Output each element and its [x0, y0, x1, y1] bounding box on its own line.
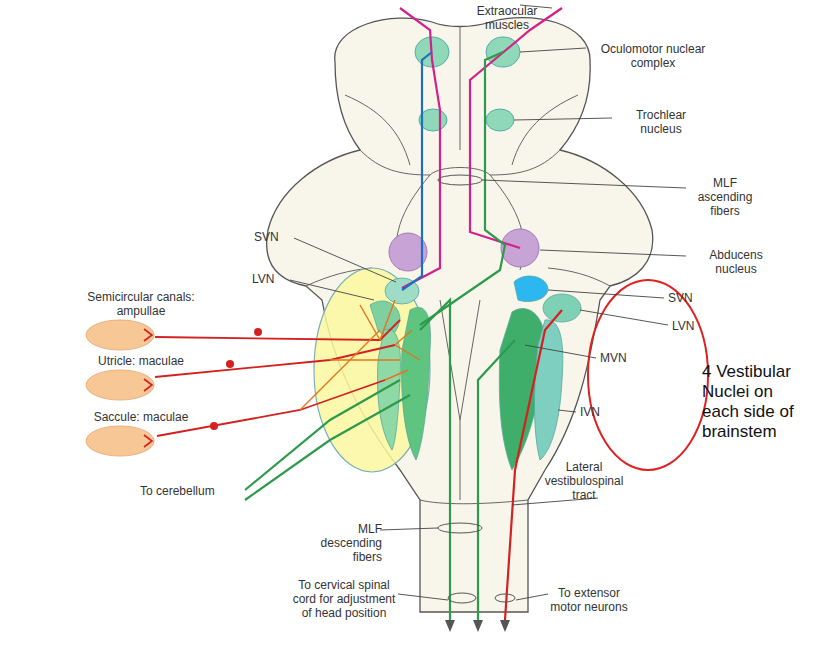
anatomy-label: MLF ascending fibers [688, 176, 762, 218]
leader-lines [290, 5, 686, 600]
anatomy-label: Abducens nucleus [688, 248, 784, 276]
highlight-region [314, 268, 430, 472]
organ-ellipse-shape [86, 370, 154, 400]
organ-shape [84, 424, 156, 458]
abducens-nucleus [389, 229, 539, 271]
anatomy-label: To extensor motor neurons [548, 586, 630, 614]
organ-ellipse: Saccule: maculae [66, 410, 216, 458]
organ-ellipse-shape [86, 426, 154, 456]
brainstem-contours [306, 26, 610, 504]
anatomy-label: Extraocular muscles [462, 4, 552, 32]
anatomy-label: LVN [252, 272, 292, 286]
left-vestibular-nuclei [370, 278, 430, 460]
fiber-ending [144, 435, 152, 447]
anatomy-label: To cerebellum [140, 484, 250, 498]
organ-name: Saccule: maculae [66, 410, 216, 424]
organ-ellipse-shape [86, 320, 154, 350]
brainstem-outline [267, 18, 653, 612]
anatomy-label: SVN [668, 291, 708, 305]
organ-shape [84, 318, 156, 352]
ganglion-cells [210, 328, 262, 430]
organ-name: Semicircular canals: ampullae [66, 290, 216, 318]
callout-note: 4 Vestibular Nuclei on each side of brai… [702, 362, 814, 442]
fiber-ending [144, 379, 152, 391]
anatomy-label: To cervical spinal cord for adjustment o… [288, 578, 400, 620]
organ-name: Utricle: maculae [66, 354, 216, 368]
anatomy-label: MLF descending fibers [298, 522, 382, 564]
anatomy-label: Lateral vestibulospinal tract [536, 460, 632, 502]
branch-terminals [300, 300, 420, 410]
anatomy-label: MVN [600, 351, 640, 365]
afferent-fibers [155, 320, 400, 436]
callout-oval [588, 280, 708, 470]
fiber-tracts [245, 8, 562, 620]
right-vestibular-nuclei [499, 276, 581, 470]
arrowheads [445, 620, 510, 632]
anatomy-label: Oculomotor nuclear complex [586, 42, 720, 70]
fiber-ending [144, 329, 152, 341]
organ-ellipse: Semicircular canals: ampullae [66, 290, 216, 352]
anatomy-label: IVN [580, 405, 620, 419]
anatomy-label: LVN [672, 319, 712, 333]
mlf-rings [438, 175, 515, 603]
anatomy-label: SVN [254, 230, 294, 244]
anatomy-label: Trochlear nucleus [614, 108, 708, 136]
organ-ellipse: Utricle: maculae [66, 354, 216, 402]
organ-shape [84, 368, 156, 402]
